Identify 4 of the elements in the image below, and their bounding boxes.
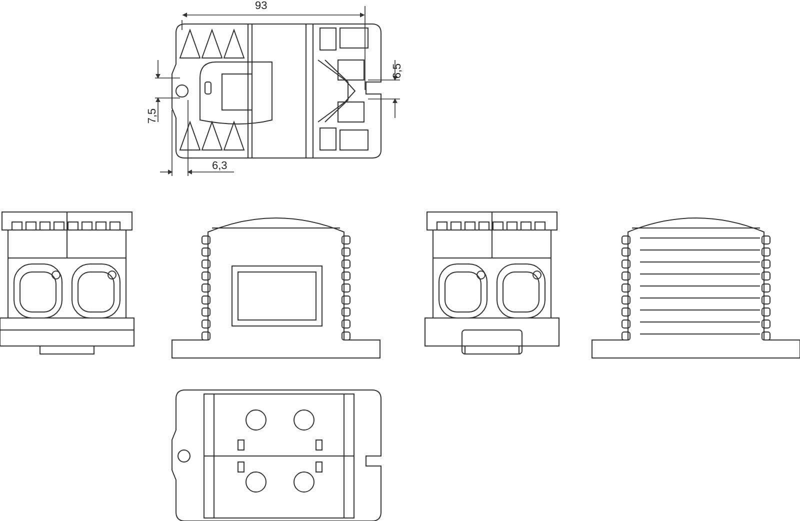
dimension-value: 7,5 <box>146 108 159 124</box>
dimension-value: 6,3 <box>212 160 228 172</box>
dimension-value: 6,5 <box>392 63 404 79</box>
dimension-value: 93 <box>255 0 268 12</box>
